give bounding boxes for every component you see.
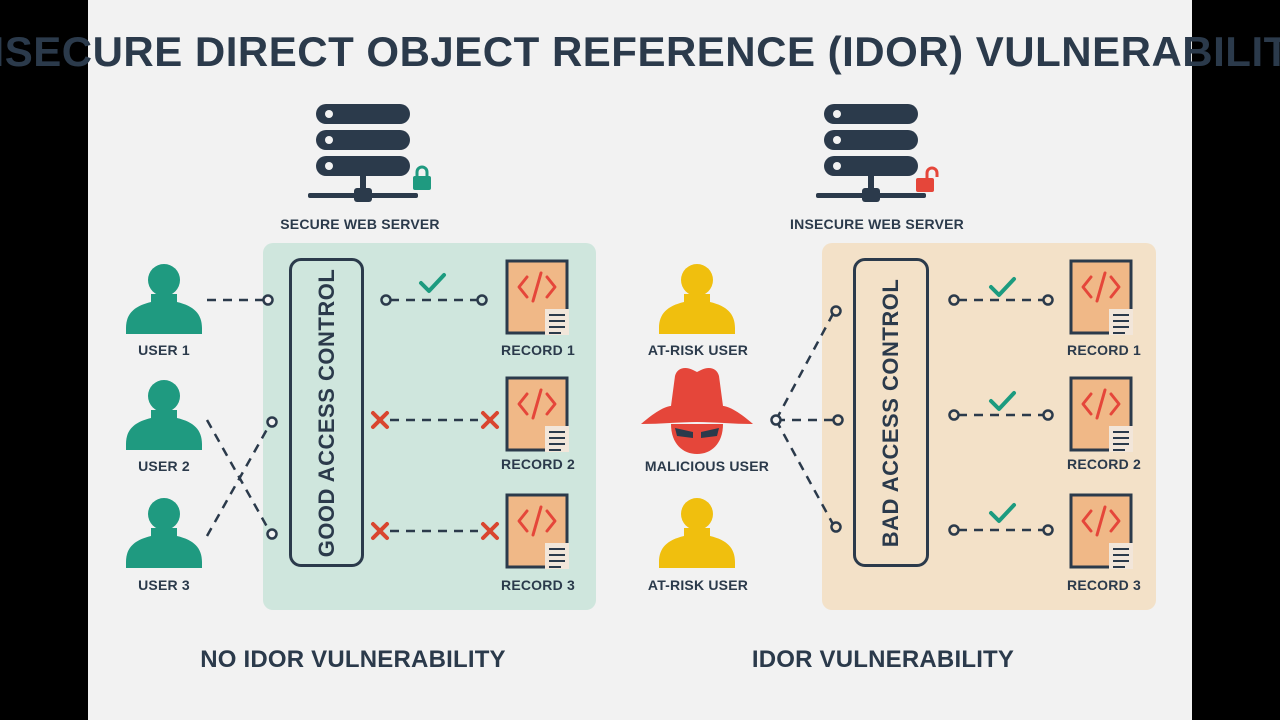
- access-allowed-check-icon: [989, 277, 1016, 297]
- right-record-3-icon: [1069, 493, 1135, 571]
- right-record-3-label: RECORD 3: [1067, 577, 1141, 593]
- right-record-2-label: RECORD 2: [1067, 456, 1141, 472]
- left-record-3-icon: [505, 493, 571, 571]
- left-record-1-label: RECORD 1: [501, 342, 575, 358]
- right-record-1-label: RECORD 1: [1067, 342, 1141, 358]
- at-risk-user-top-label: AT-RISK USER: [647, 342, 749, 358]
- insecure-server-icon: [816, 104, 926, 202]
- right-connector-nodes: [770, 414, 782, 426]
- user-3-label: USER 3: [138, 577, 190, 593]
- malicious-user-label: MALICIOUS USER: [644, 458, 770, 474]
- left-record-3-label: RECORD 3: [501, 577, 575, 593]
- access-denied-cross-icon: [481, 411, 499, 429]
- right-record-nodes: [948, 294, 1054, 536]
- access-denied-cross-icon: [371, 522, 389, 540]
- bad-access-control-box: BAD ACCESS CONTROL: [853, 258, 929, 567]
- no-idor-footer: NO IDOR VULNERABILITY: [200, 646, 506, 673]
- user-3-icon: [126, 498, 202, 568]
- right-user-connectors: [774, 311, 836, 527]
- left-record-1-icon: [505, 259, 571, 337]
- left-record-connectors: [390, 298, 478, 533]
- secure-server-label: SECURE WEB SERVER: [280, 216, 440, 232]
- access-allowed-check-icon: [989, 503, 1016, 523]
- access-allowed-check-icon: [989, 391, 1016, 411]
- access-denied-cross-icon: [481, 522, 499, 540]
- diagram-title: INSECURE DIRECT OBJECT REFERENCE (IDOR) …: [0, 28, 1280, 75]
- lock-open-icon: [916, 166, 939, 192]
- user-1-icon: [126, 264, 202, 334]
- right-record-1-icon: [1069, 259, 1135, 337]
- left-record-2-label: RECORD 2: [501, 456, 575, 472]
- at-risk-user-bottom-label: AT-RISK USER: [647, 577, 749, 593]
- left-connector-nodes: [262, 294, 278, 540]
- idor-footer: IDOR VULNERABILITY: [751, 646, 1015, 673]
- lock-closed-icon: [413, 165, 431, 190]
- left-user-connectors: [205, 298, 272, 537]
- at-risk-user-bottom-icon: [659, 498, 735, 568]
- insecure-server-label: INSECURE WEB SERVER: [790, 216, 964, 232]
- good-access-control-box: GOOD ACCESS CONTROL: [289, 258, 364, 567]
- user-2-label: USER 2: [138, 458, 190, 474]
- at-risk-user-top-icon: [659, 264, 735, 334]
- secure-server-icon: [308, 104, 418, 202]
- user-1-label: USER 1: [138, 342, 190, 358]
- right-entry-nodes: [830, 305, 844, 533]
- left-record-nodes: [380, 294, 488, 306]
- malicious-user-icon: [641, 368, 753, 454]
- user-2-icon: [126, 380, 202, 450]
- access-allowed-check-icon: [419, 273, 446, 293]
- right-record-2-icon: [1069, 376, 1135, 454]
- access-denied-cross-icon: [371, 411, 389, 429]
- left-record-2-icon: [505, 376, 571, 454]
- right-record-connectors: [958, 298, 1044, 532]
